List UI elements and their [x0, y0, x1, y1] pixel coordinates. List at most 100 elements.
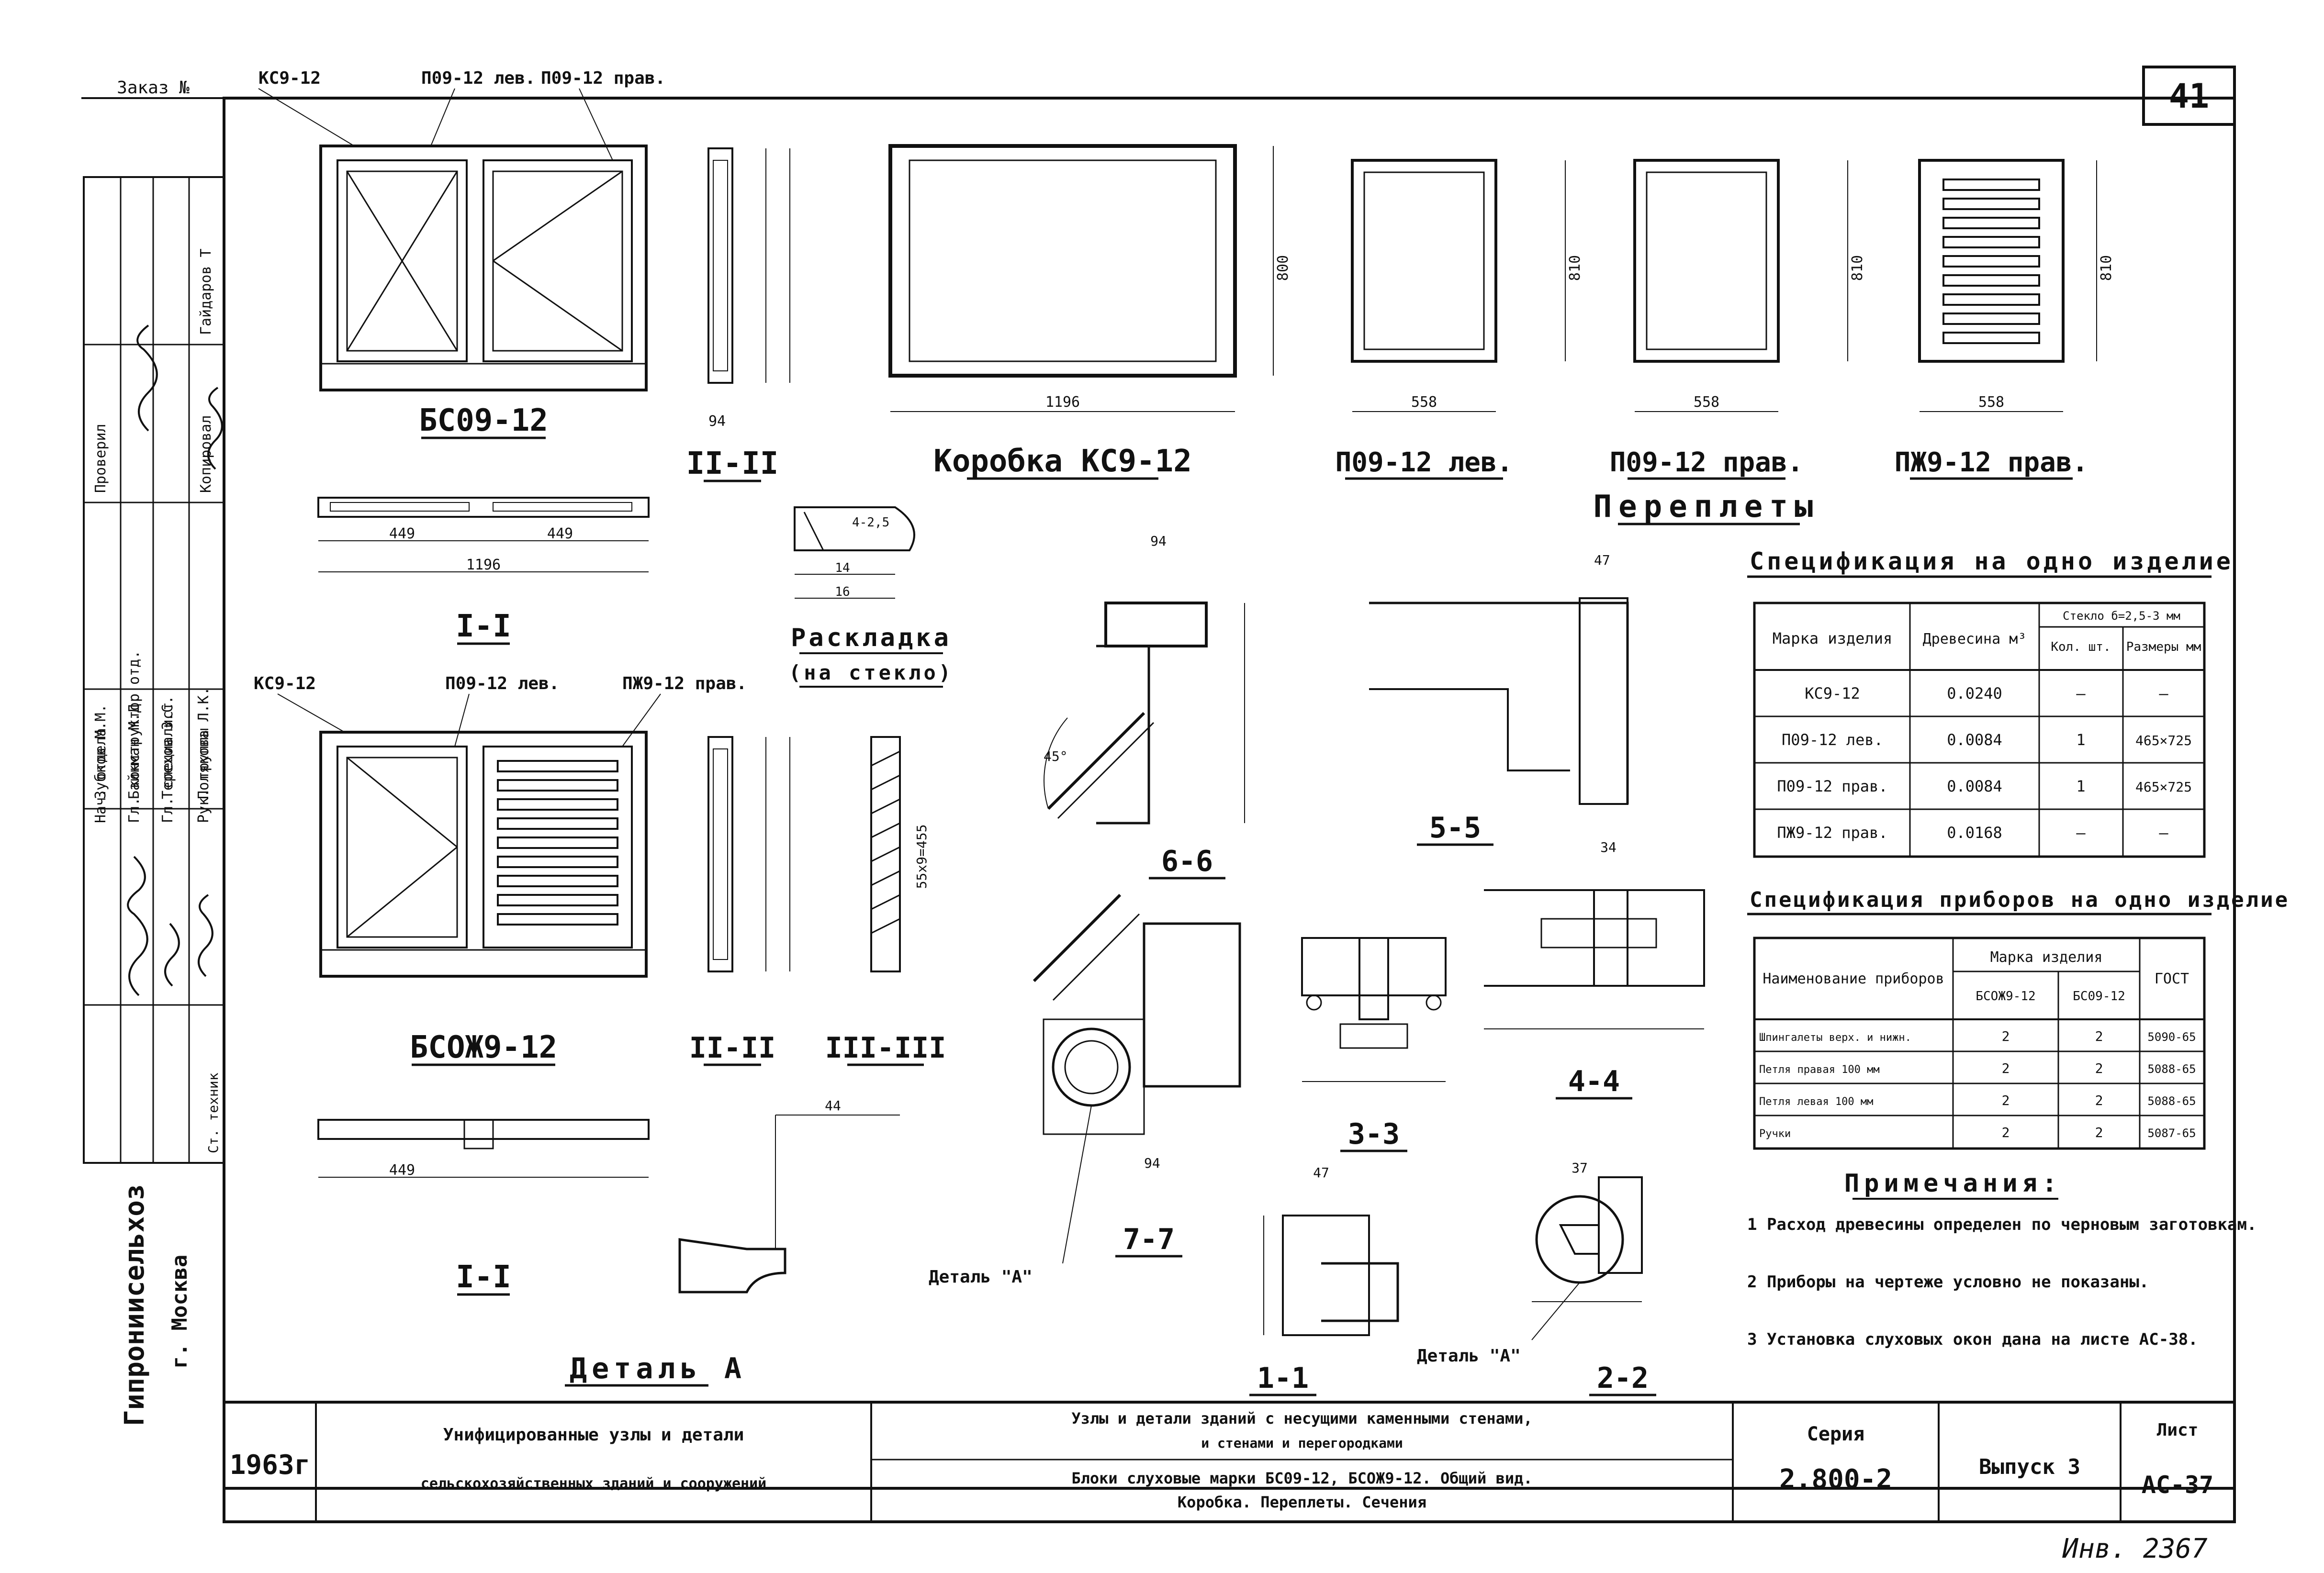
- bsozh-section-2: II-II: [689, 736, 790, 1066]
- spec2-h-mark: Марка изделия: [1990, 949, 2103, 966]
- view-bso-label: БС09-12: [419, 403, 548, 438]
- title-desc-1: Узлы и детали зданий с несущими каменным…: [1071, 1409, 1532, 1428]
- svg-text:2: 2: [2095, 1125, 2103, 1140]
- svg-text:Гайдаров Т: Гайдаров Т: [198, 248, 214, 335]
- section-1-1-detail-drawing: 47 1-1: [1249, 1165, 1399, 1396]
- svg-text:5088-65: 5088-65: [2147, 1094, 2196, 1108]
- section-2-2-d: 2-2: [1597, 1361, 1649, 1395]
- title-year: 1963г: [230, 1450, 311, 1481]
- sig-row-1: Нач. отдела: [92, 728, 109, 823]
- svg-text:Петля правая 100 мм: Петля правая 100 мм: [1759, 1064, 1880, 1076]
- dim-558-c: 558: [1978, 394, 2004, 411]
- label-plev-mid: П09-12 лев.: [445, 674, 559, 693]
- svg-text:0.0084: 0.0084: [1947, 777, 2002, 795]
- handwritten-signatures: [127, 324, 223, 996]
- dim-94-b: 94: [1150, 533, 1167, 549]
- detail-a-ref-2: Деталь "А": [1417, 1346, 1521, 1366]
- svg-text:Гл. конструктор отд.: Гл. конструктор отд.: [126, 650, 143, 823]
- svg-text:2: 2: [2095, 1093, 2103, 1108]
- table-row: Петля левая 100 мм 2 2 5088-65: [1759, 1093, 2196, 1108]
- svg-text:0.0084: 0.0084: [1947, 731, 2002, 749]
- svg-text:Гипрониисельхоз: Гипрониисельхоз: [119, 1184, 150, 1426]
- dim-45deg: 45°: [1044, 748, 1068, 764]
- svg-text:Нач. отдела: Нач. отдела: [92, 728, 109, 823]
- bsozh-section-3: 55х9=455 III-III: [825, 736, 946, 1066]
- sheet-number: 41: [2169, 77, 2209, 116]
- svg-text:0.0240: 0.0240: [1947, 684, 2002, 703]
- sig-role-5: Ст. техник: [205, 1072, 221, 1153]
- left-strip: Заказ № Нач. отдела Гл. конструктор отд.…: [81, 78, 225, 1426]
- svg-text:2: 2: [2095, 1060, 2103, 1076]
- issue-label: Выпуск 3: [1979, 1455, 2080, 1479]
- sig-name-2: Байкман М.Д.: [126, 695, 143, 799]
- order-label: Заказ №: [117, 78, 190, 98]
- view-box-label: Коробка КС9-12: [933, 444, 1191, 479]
- label-plev-top: П09-12 лев.: [421, 68, 535, 88]
- svg-text:5090-65: 5090-65: [2147, 1030, 2196, 1044]
- sheet-number-box: 41: [2142, 66, 2236, 126]
- spec2-h-bsozh: БСОЖ9-12: [1976, 989, 2035, 1004]
- dim-94-a: 94: [708, 413, 726, 430]
- section-4-4: 4-4: [1568, 1065, 1620, 1098]
- svg-text:Ручки: Ручки: [1759, 1128, 1791, 1140]
- dim-47-b: 47: [1313, 1165, 1329, 1181]
- section-2-2-b: II-II: [689, 1031, 776, 1065]
- dim-558-a: 558: [1411, 394, 1437, 411]
- table-row: КС9-12 0.0240 — —: [1805, 684, 2168, 703]
- table-row: Ручки 2 2 5087-65: [1759, 1125, 2196, 1140]
- title-project-1: Унифицированные узлы и детали: [443, 1425, 744, 1445]
- label-ks-mid: КС9-12: [254, 674, 316, 693]
- view-pzh-label: ПЖ9-12 прав.: [1895, 447, 2088, 478]
- sig-name-4: Полякова Л.К.: [195, 687, 212, 799]
- svg-text:—: —: [2076, 824, 2086, 842]
- detail-a-title: Деталь А: [570, 1352, 746, 1385]
- sig-row-4: Рук. группы: [195, 728, 212, 823]
- sheet-code: АС-37: [2142, 1471, 2214, 1499]
- detail-a-ref-1: Деталь "А": [929, 1267, 1033, 1287]
- sash-left-view: 558 810 П09-12 лев.: [1336, 159, 1583, 480]
- svg-text:465×725: 465×725: [2135, 733, 2192, 748]
- svg-text:2: 2: [2002, 1125, 2010, 1140]
- dim-449-c: 449: [389, 1162, 415, 1179]
- dim-14: 14: [835, 561, 850, 575]
- spec2-h-gost: ГОСТ: [2155, 971, 2189, 987]
- section-3-3-b: III-III: [825, 1031, 946, 1065]
- spec-table-2: Спецификация приборов на одно изделие На…: [1747, 888, 2288, 1150]
- svg-text:Шпингалеты верх. и нижн.: Шпингалеты верх. и нижн.: [1759, 1032, 1911, 1044]
- sig-name-3: Терехов З.С.: [159, 695, 176, 799]
- box-ks-view: 1196 800 Коробка КС9-12: [888, 144, 1291, 480]
- title-project-2: сельскохозяйственных зданий и сооружений: [421, 1475, 766, 1492]
- section-1-1-c: I-I: [456, 1260, 511, 1295]
- section-3-3-drawing: 3-3: [1301, 937, 1447, 1152]
- svg-text:—: —: [2159, 824, 2168, 842]
- note-1: 1 Расход древесины определен по черновым…: [1747, 1215, 2257, 1234]
- svg-text:П09-12 прав.: П09-12 прав.: [1777, 777, 1887, 795]
- dim-449-b: 449: [547, 525, 573, 542]
- dim-37: 37: [1572, 1160, 1588, 1176]
- svg-text:2: 2: [2002, 1093, 2010, 1108]
- svg-text:465×725: 465×725: [2135, 779, 2192, 795]
- bso-front-view: КС9-12 П09-12 лев. П09-12 прав. БС09-12: [258, 68, 665, 439]
- svg-text:5088-65: 5088-65: [2147, 1062, 2196, 1076]
- label-ks-top: КС9-12: [258, 68, 321, 88]
- svg-text:Рук. группы: Рук. группы: [195, 728, 212, 823]
- detail-a-drawing: 44 Деталь А: [565, 1098, 900, 1387]
- spec2-h-name: Наименование приборов: [1763, 971, 1944, 987]
- svg-text:ПЖ9-12 прав.: ПЖ9-12 прав.: [1777, 824, 1887, 842]
- raskladka-title: Раскладка: [791, 624, 952, 652]
- svg-text:г. Москва: г. Москва: [168, 1255, 192, 1369]
- view-bsozh-label: БСОЖ9-12: [410, 1030, 557, 1065]
- sheet-label: Лист: [2157, 1420, 2199, 1440]
- svg-text:Полякова Л.К.: Полякова Л.К.: [195, 687, 212, 799]
- dim-810-c: 810: [2098, 255, 2115, 281]
- title-desc-2: и стенами и перегородками: [1201, 1435, 1403, 1451]
- upper-row-3: Гайдаров Т: [198, 248, 214, 335]
- dim-449-a: 449: [389, 525, 415, 542]
- svg-text:П09-12 лев.: П09-12 лев.: [1782, 731, 1883, 749]
- section-7-7-drawing: Деталь "А" 94 7-7: [929, 893, 1241, 1287]
- spec1-h-glass: Стекло б=2,5-3 мм: [2063, 609, 2180, 623]
- louver-slats: [1942, 178, 2040, 344]
- upper-row-1: Проверил: [92, 424, 109, 493]
- dim-44: 44: [825, 1098, 841, 1114]
- spec-table-1: Спецификация на одно изделие Марка издел…: [1747, 547, 2231, 858]
